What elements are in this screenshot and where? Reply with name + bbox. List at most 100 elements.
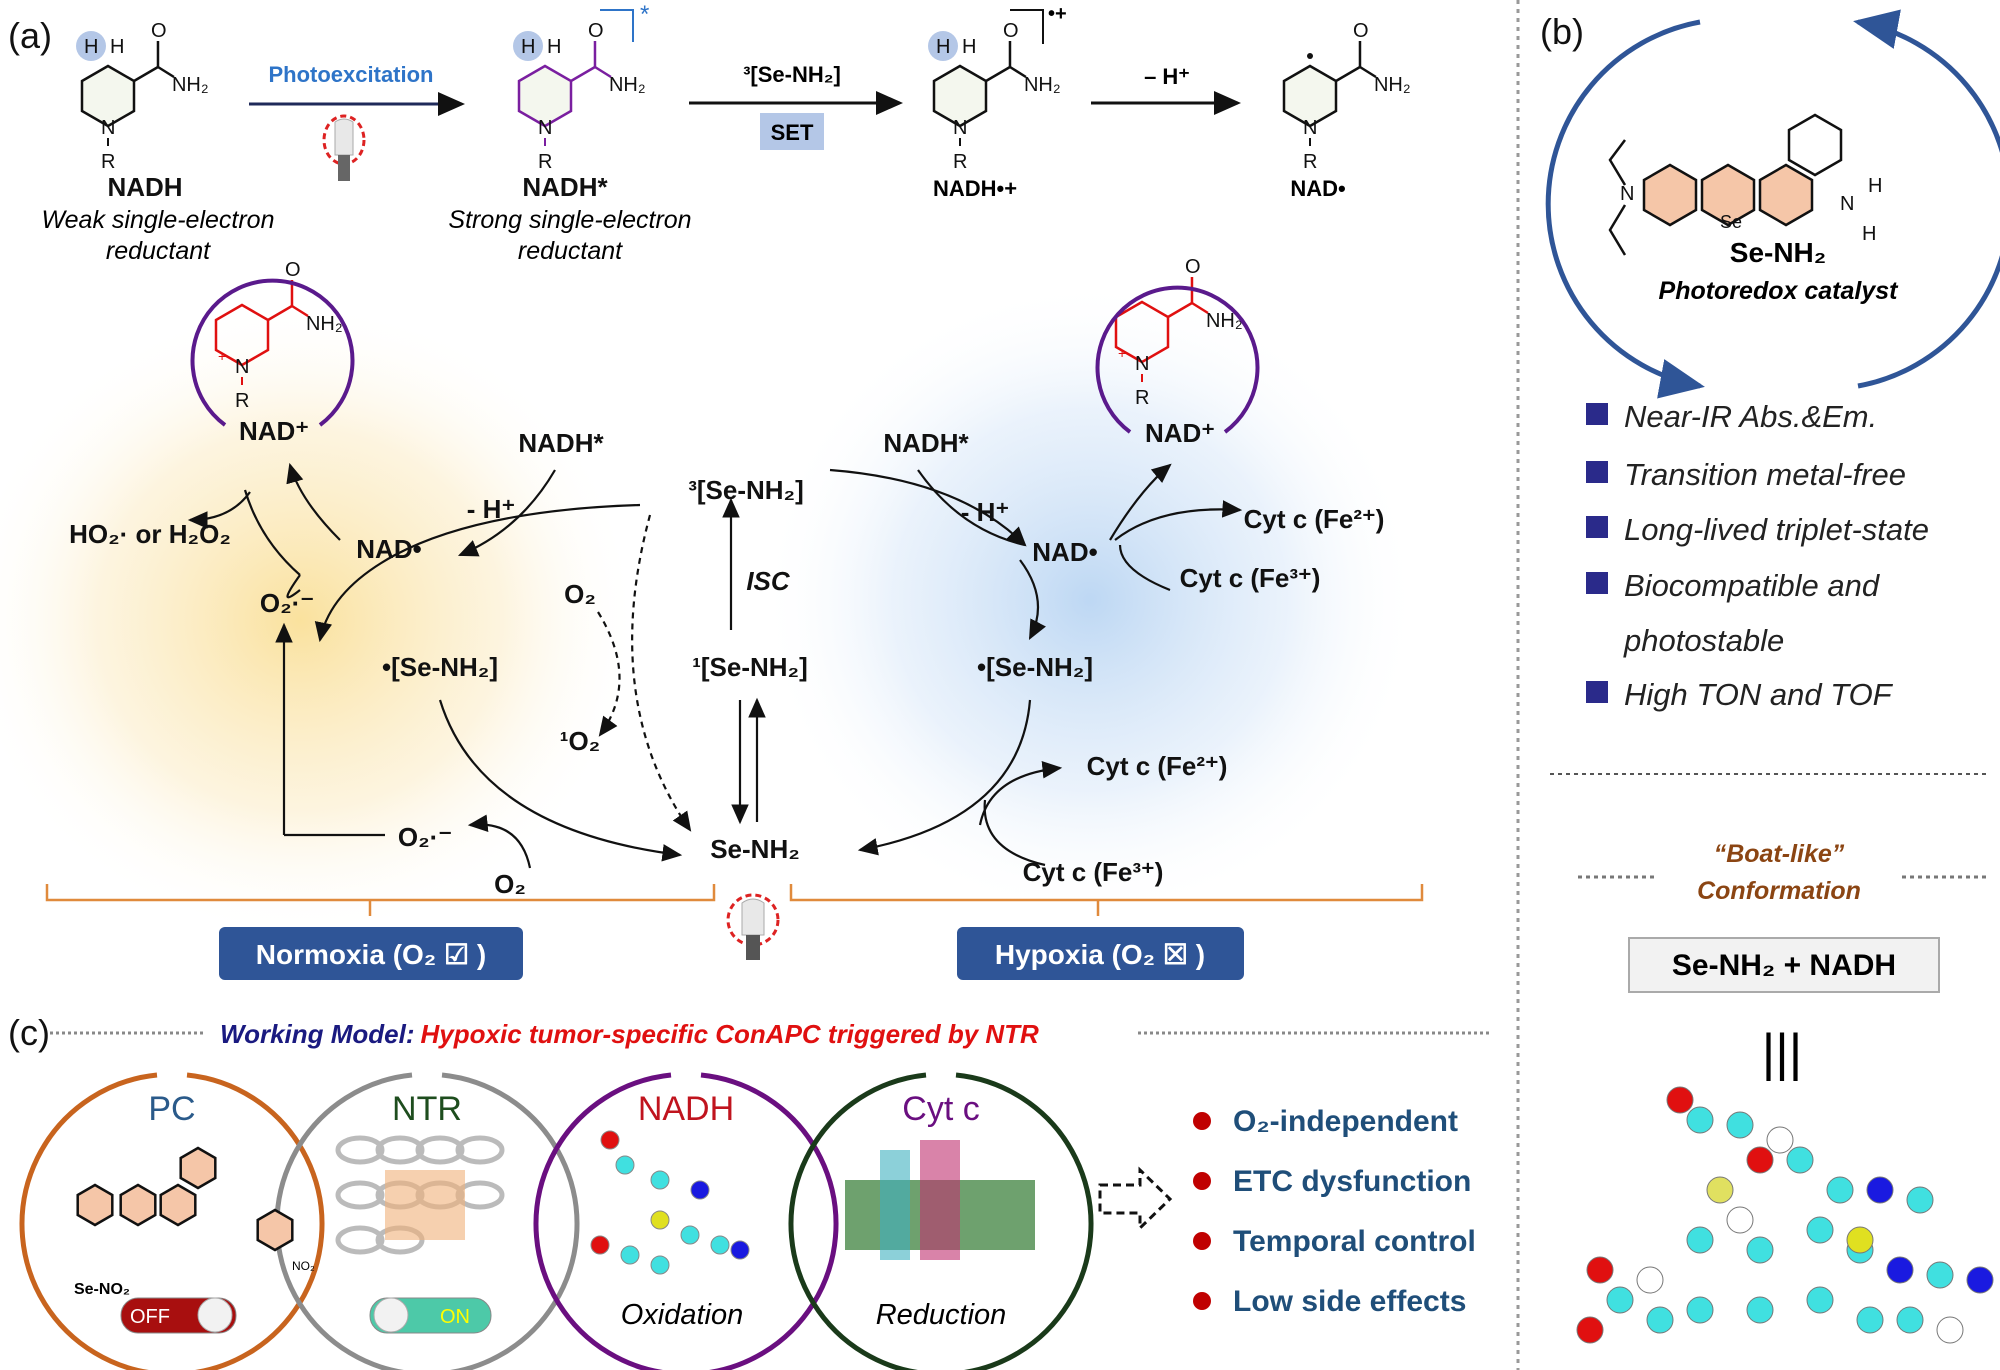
protein-complex (880, 1150, 910, 1260)
circle-arc (274, 1072, 580, 1370)
amide-nh2: NH₂ (306, 313, 343, 335)
oxidation-label: Oxidation (621, 1299, 744, 1331)
amide-bond (133, 65, 159, 83)
triplet-se-nh2: ³[Se-NH₂] (688, 475, 804, 505)
ligand (385, 1170, 465, 1240)
nadh-3d-image (590, 1130, 750, 1275)
feature-bullet-icon (1586, 403, 1608, 425)
feature-bullet-icon (1586, 681, 1608, 703)
atom-ball (1886, 1256, 1914, 1284)
oxygen-mid: O₂ (564, 579, 596, 609)
isc-label: ISC (746, 566, 791, 596)
atom-ball (1686, 1296, 1714, 1324)
right-nad-plus-label: NAD⁺ (1145, 418, 1215, 448)
hypoxia-glow (760, 280, 1420, 920)
protein-ribbon (415, 1135, 465, 1165)
atom-ball (1636, 1266, 1664, 1294)
ring-bond (76, 1183, 114, 1227)
ring-bond (1787, 113, 1843, 177)
amide-bond (1167, 301, 1193, 319)
atom-ball (730, 1240, 750, 1260)
r-group: R (538, 151, 552, 173)
circle-label: NADH (638, 1090, 734, 1128)
atom-ball (650, 1170, 670, 1190)
cyt-c-fe2-bottom: Cyt c (Fe²⁺) (1087, 751, 1228, 781)
nadh-star-label: NADH* (522, 172, 608, 202)
ground-se-nh2: Se-NH₂ (710, 834, 800, 864)
atom-ball (1726, 1111, 1754, 1139)
atom-ball (1966, 1266, 1994, 1294)
amine-bond (291, 304, 309, 318)
ring-bond (1758, 163, 1814, 227)
on-switch: ON (369, 1297, 492, 1334)
feature-text: Long-lived triplet-state (1624, 512, 1929, 547)
r-group: R (1135, 387, 1149, 409)
normoxia-badge (219, 927, 523, 980)
nitrogen-atom: N (1303, 117, 1317, 139)
cycle-arrows (187, 462, 1243, 869)
nadh-radical-cation-label: NADH•+ (933, 176, 1017, 201)
complex-box (1628, 937, 1940, 993)
circle-label: PC (148, 1090, 195, 1128)
left-nad-plus-arc (190, 278, 355, 427)
r-group: R (1303, 151, 1317, 173)
atom-ball (1806, 1286, 1834, 1314)
atom-ball (1586, 1256, 1614, 1284)
set-box (760, 113, 824, 150)
catalytic-arc-left (1545, 19, 1705, 399)
atom-ball (1686, 1106, 1714, 1134)
ring-bond (159, 1183, 197, 1227)
feature-bullet-icon (1586, 572, 1608, 594)
amide-nh2: NH₂ (609, 74, 646, 96)
right-nad-plus-arc (1095, 285, 1260, 434)
amide-bond (570, 65, 596, 83)
deprotonation-label: – H⁺ (1144, 64, 1190, 89)
singlet-oxygen: ¹O₂ (560, 726, 600, 756)
amine-bond (1009, 65, 1027, 79)
hydrogen-atom: H (84, 36, 98, 58)
positive-charge: + (1118, 345, 1126, 361)
ring-bond (1642, 163, 1698, 227)
r-group: R (101, 151, 115, 173)
nad-radical-label: NAD• (1290, 176, 1345, 201)
oxygen-atom: O (151, 20, 167, 42)
catalyst-name: Se-NH₂ (1730, 237, 1826, 268)
prodrug-label: Se-NO₂ (74, 1281, 130, 1298)
ring-bond (119, 1183, 157, 1227)
atom-ball (620, 1245, 640, 1265)
nadh-label: NADH (107, 172, 182, 202)
protein-ribbon (455, 1135, 505, 1165)
atom-ball (680, 1225, 700, 1245)
excited-bracket (600, 9, 634, 42)
nitrogen-atom: N (953, 117, 967, 139)
complex-3d-model (1576, 1086, 1994, 1344)
ntr-protein-image (335, 1135, 505, 1255)
hydrogen-atom: H (547, 36, 561, 58)
cycle-circle-pc: PC (19, 1072, 325, 1370)
atom-ball (1766, 1126, 1794, 1154)
amine-bond (594, 65, 612, 79)
positive-charge: + (218, 348, 226, 364)
protein-ribbon (335, 1135, 385, 1165)
atom-ball (590, 1235, 610, 1255)
oxygen-atom: O (285, 259, 301, 281)
equivalence-mark: ||| (1762, 1024, 1803, 1082)
off-label: OFF (130, 1306, 170, 1328)
hydride-highlight (928, 31, 958, 61)
result-arrow-icon (1098, 1166, 1173, 1232)
ring-bond (1700, 163, 1756, 227)
amine-bond (1191, 301, 1209, 315)
atom-ball (1926, 1261, 1954, 1289)
nitrogen-atom: N (235, 356, 249, 378)
atom-ball (1846, 1226, 1874, 1254)
oxygen-atom: O (1353, 20, 1369, 42)
light-bulb-icon (322, 114, 366, 181)
working-model-main: Hypoxic tumor-specific ConAPC triggered … (421, 1019, 1040, 1049)
feature-text: Transition metal-free (1624, 457, 1906, 492)
hydride-highlight (513, 31, 543, 61)
